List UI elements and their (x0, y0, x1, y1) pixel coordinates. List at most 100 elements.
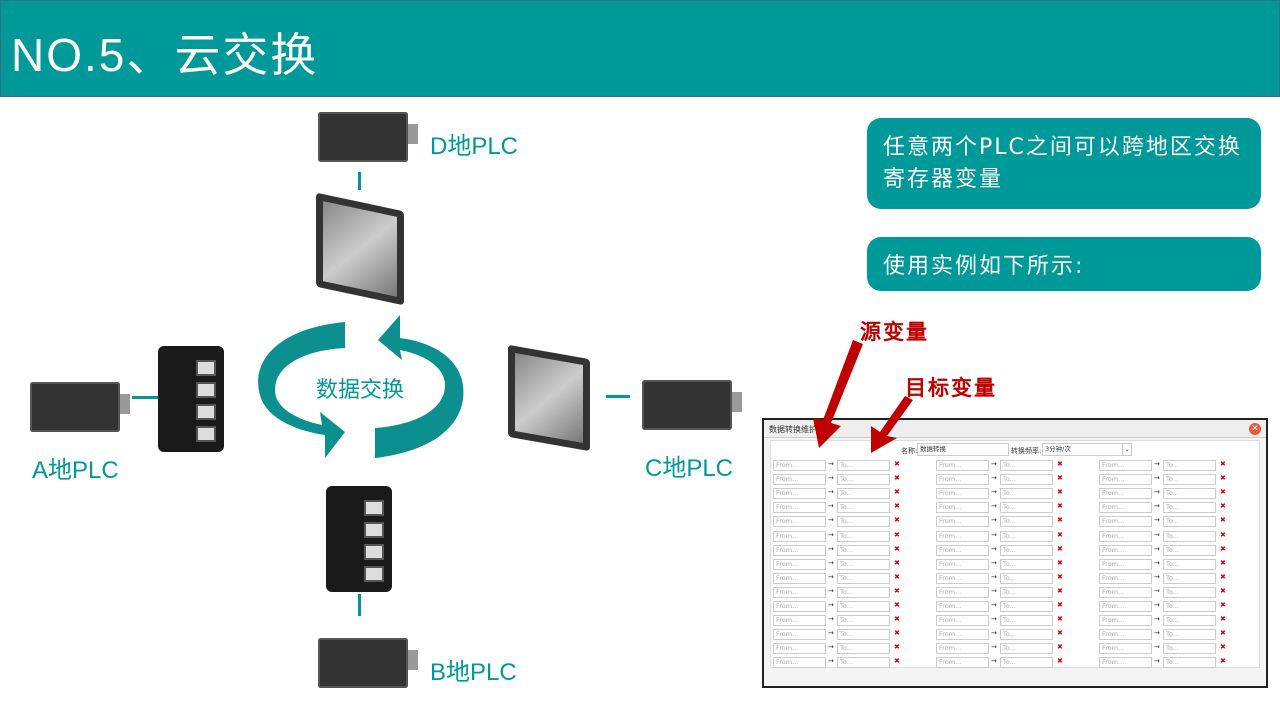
from-input[interactable]: From... (1099, 474, 1152, 486)
to-input[interactable]: To... (1000, 657, 1053, 669)
to-input[interactable]: To... (1000, 615, 1053, 627)
to-input[interactable]: To... (1000, 502, 1053, 514)
name-input[interactable]: 数据转换 (917, 443, 1009, 456)
from-input[interactable]: From... (1099, 572, 1152, 584)
from-input[interactable]: From... (936, 530, 989, 542)
from-input[interactable]: From... (936, 615, 989, 627)
to-input[interactable]: To... (837, 572, 890, 584)
from-input[interactable]: From... (773, 460, 826, 471)
to-input[interactable]: To... (1163, 657, 1216, 669)
to-input[interactable]: To... (837, 586, 890, 598)
to-input[interactable]: To... (1163, 530, 1216, 542)
to-input[interactable]: To... (1163, 586, 1216, 598)
from-input[interactable]: From... (1099, 657, 1152, 669)
from-input[interactable]: From... (1099, 488, 1152, 500)
delete-icon[interactable]: ✖ (1057, 502, 1063, 511)
from-input[interactable]: From... (936, 572, 989, 584)
from-input[interactable]: From... (773, 544, 826, 556)
from-input[interactable]: From... (773, 530, 826, 542)
delete-icon[interactable]: ✖ (894, 572, 900, 581)
to-input[interactable]: To... (1000, 474, 1053, 486)
from-input[interactable]: From... (1099, 601, 1152, 612)
from-input[interactable]: From... (773, 657, 826, 669)
from-input[interactable]: From... (936, 601, 989, 612)
from-input[interactable]: From... (936, 474, 989, 486)
from-input[interactable]: From... (773, 586, 826, 598)
to-input[interactable]: To... (1000, 643, 1053, 655)
to-input[interactable]: To... (1163, 488, 1216, 500)
delete-icon[interactable]: ✖ (1220, 657, 1226, 666)
delete-icon[interactable]: ✖ (894, 586, 900, 595)
delete-icon[interactable]: ✖ (1057, 488, 1063, 497)
from-input[interactable]: From... (936, 488, 989, 500)
from-input[interactable]: From... (936, 629, 989, 641)
delete-icon[interactable]: ✖ (1220, 572, 1226, 581)
freq-select[interactable]: 3分钟/次⌄ (1042, 443, 1132, 456)
delete-icon[interactable]: ✖ (894, 530, 900, 539)
to-input[interactable]: To... (1000, 629, 1053, 641)
from-input[interactable]: From... (1099, 643, 1152, 655)
to-input[interactable]: To... (837, 502, 890, 514)
to-input[interactable]: To... (1000, 460, 1053, 471)
delete-icon[interactable]: ✖ (1220, 586, 1226, 595)
from-input[interactable]: From... (1099, 516, 1152, 528)
to-input[interactable]: To... (1163, 474, 1216, 486)
from-input[interactable]: From... (773, 558, 826, 570)
delete-icon[interactable]: ✖ (1057, 601, 1063, 609)
delete-icon[interactable]: ✖ (1057, 558, 1063, 567)
to-input[interactable]: To... (837, 488, 890, 500)
to-input[interactable]: To... (837, 657, 890, 669)
to-input[interactable]: To... (837, 544, 890, 556)
delete-icon[interactable]: ✖ (894, 460, 900, 468)
from-input[interactable]: From... (773, 572, 826, 584)
to-input[interactable]: To... (1000, 558, 1053, 570)
from-input[interactable]: From... (936, 558, 989, 570)
to-input[interactable]: To... (1000, 488, 1053, 500)
to-input[interactable]: To... (1000, 516, 1053, 528)
from-input[interactable]: From... (773, 502, 826, 514)
delete-icon[interactable]: ✖ (1057, 586, 1063, 595)
to-input[interactable]: To... (837, 558, 890, 570)
delete-icon[interactable]: ✖ (894, 601, 900, 609)
delete-icon[interactable]: ✖ (1220, 502, 1226, 511)
delete-icon[interactable]: ✖ (1057, 657, 1063, 666)
delete-icon[interactable]: ✖ (894, 502, 900, 511)
from-input[interactable]: From... (936, 643, 989, 655)
delete-icon[interactable]: ✖ (1220, 474, 1226, 483)
delete-icon[interactable]: ✖ (894, 643, 900, 652)
delete-icon[interactable]: ✖ (1057, 643, 1063, 652)
delete-icon[interactable]: ✖ (1220, 530, 1226, 539)
delete-icon[interactable]: ✖ (894, 629, 900, 638)
delete-icon[interactable]: ✖ (1057, 516, 1063, 525)
delete-icon[interactable]: ✖ (1220, 460, 1226, 468)
from-input[interactable]: From... (936, 586, 989, 598)
from-input[interactable]: From... (936, 544, 989, 556)
to-input[interactable]: To... (1000, 572, 1053, 584)
to-input[interactable]: To... (1163, 558, 1216, 570)
to-input[interactable]: To... (1000, 586, 1053, 598)
from-input[interactable]: From... (1099, 502, 1152, 514)
delete-icon[interactable]: ✖ (1220, 643, 1226, 652)
delete-icon[interactable]: ✖ (1057, 530, 1063, 539)
from-input[interactable]: From... (1099, 460, 1152, 471)
from-input[interactable]: From... (936, 460, 989, 471)
from-input[interactable]: From... (773, 516, 826, 528)
to-input[interactable]: To... (837, 460, 890, 471)
to-input[interactable]: To... (1163, 544, 1216, 556)
to-input[interactable]: To... (1000, 601, 1053, 612)
from-input[interactable]: From... (1099, 558, 1152, 570)
delete-icon[interactable]: ✖ (1057, 629, 1063, 638)
delete-icon[interactable]: ✖ (894, 657, 900, 666)
to-input[interactable]: To... (837, 474, 890, 486)
delete-icon[interactable]: ✖ (894, 544, 900, 553)
delete-icon[interactable]: ✖ (1220, 488, 1226, 497)
delete-icon[interactable]: ✖ (1220, 615, 1226, 624)
from-input[interactable]: From... (773, 601, 826, 612)
from-input[interactable]: From... (773, 615, 826, 627)
from-input[interactable]: From... (773, 643, 826, 655)
to-input[interactable]: To... (837, 516, 890, 528)
delete-icon[interactable]: ✖ (1220, 558, 1226, 567)
close-icon[interactable]: ✕ (1249, 423, 1261, 435)
delete-icon[interactable]: ✖ (894, 615, 900, 624)
delete-icon[interactable]: ✖ (894, 474, 900, 483)
